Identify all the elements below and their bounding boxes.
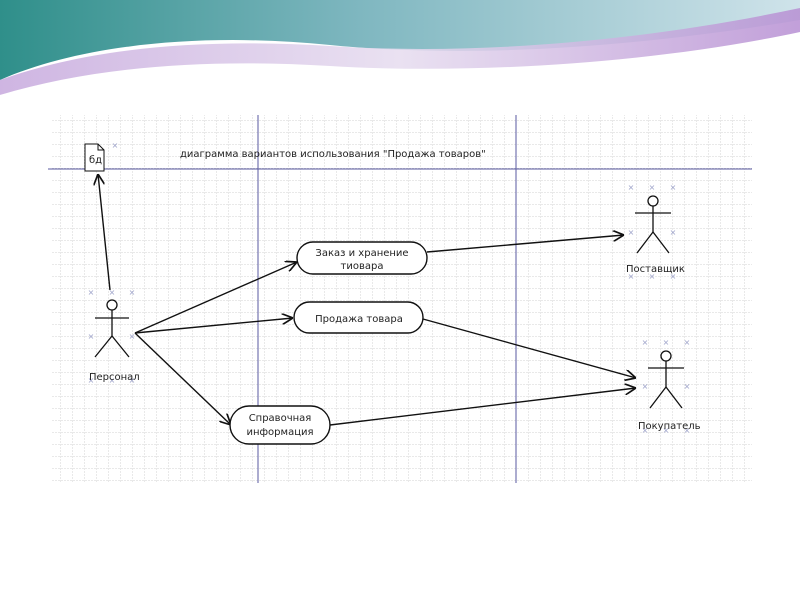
- actor-personnel-head: [106, 299, 118, 311]
- svg-text:×: ×: [628, 183, 635, 192]
- svg-text:×: ×: [684, 382, 691, 391]
- svg-text:×: ×: [684, 426, 691, 435]
- svg-text:×: ×: [642, 426, 649, 435]
- actor-customer-head: [660, 350, 672, 362]
- selection-markers: × × × × × × × × × × × × × × × × × × × × × × × × ×: [88, 141, 691, 435]
- actor-supplier[interactable]: [635, 195, 671, 254]
- svg-text:×: ×: [88, 332, 95, 341]
- database-node[interactable]: бд: [84, 143, 105, 172]
- actor-customer[interactable]: [648, 350, 684, 409]
- database-label: бд: [89, 155, 102, 166]
- actor-supplier-head: [647, 195, 659, 207]
- svg-text:×: ×: [628, 272, 635, 281]
- association-reference-customer[interactable]: [329, 388, 636, 426]
- svg-text:×: ×: [670, 228, 677, 237]
- association-personnel-database[interactable]: [98, 174, 111, 291]
- association-personnel-order-storage[interactable]: [134, 262, 297, 334]
- use-case-order-storage[interactable]: Заказ и хранение тиовара: [296, 241, 428, 275]
- actor-personnel-label: Персонал: [89, 372, 140, 383]
- use-case-sale[interactable]: Продажа товара: [293, 301, 424, 334]
- association-sale-customer[interactable]: [422, 318, 636, 378]
- database-document-icon: [84, 143, 105, 172]
- svg-text:×: ×: [129, 288, 136, 297]
- svg-text:×: ×: [88, 376, 95, 385]
- svg-text:×: ×: [88, 288, 95, 297]
- association-personnel-sale[interactable]: [134, 318, 293, 334]
- svg-text:×: ×: [663, 338, 670, 347]
- association-order-storage-supplier[interactable]: [426, 235, 624, 253]
- use-case-reference-line2: информация: [246, 427, 313, 438]
- svg-text:×: ×: [628, 228, 635, 237]
- actor-customer-label: Покупатель: [638, 421, 701, 432]
- svg-text:×: ×: [649, 272, 656, 281]
- svg-text:×: ×: [109, 288, 116, 297]
- svg-text:×: ×: [663, 426, 670, 435]
- svg-text:×: ×: [129, 332, 136, 341]
- use-case-order-storage-line2: тиовара: [341, 261, 384, 272]
- use-case-reference[interactable]: Справочная информация: [229, 405, 331, 445]
- actor-supplier-label: Поставщик: [626, 264, 685, 275]
- association-personnel-reference[interactable]: [134, 332, 231, 425]
- svg-text:×: ×: [129, 376, 136, 385]
- svg-text:×: ×: [649, 183, 656, 192]
- slide-header-decoration: [0, 0, 800, 100]
- svg-text:×: ×: [642, 338, 649, 347]
- actor-personnel[interactable]: [94, 299, 130, 358]
- svg-text:×: ×: [642, 382, 649, 391]
- svg-text:×: ×: [684, 338, 691, 347]
- use-case-reference-line1: Справочная: [249, 413, 312, 424]
- associations: [98, 174, 636, 425]
- svg-text:×: ×: [670, 183, 677, 192]
- diagram-title: диаграмма вариантов использования "Прода…: [180, 149, 486, 160]
- use-case-order-storage-line1: Заказ и хранение: [315, 248, 408, 259]
- svg-text:×: ×: [670, 272, 677, 281]
- svg-text:×: ×: [109, 376, 116, 385]
- diagram-canvas: [52, 115, 752, 483]
- use-case-sale-line1: Продажа товара: [315, 314, 403, 325]
- svg-text:×: ×: [112, 141, 119, 150]
